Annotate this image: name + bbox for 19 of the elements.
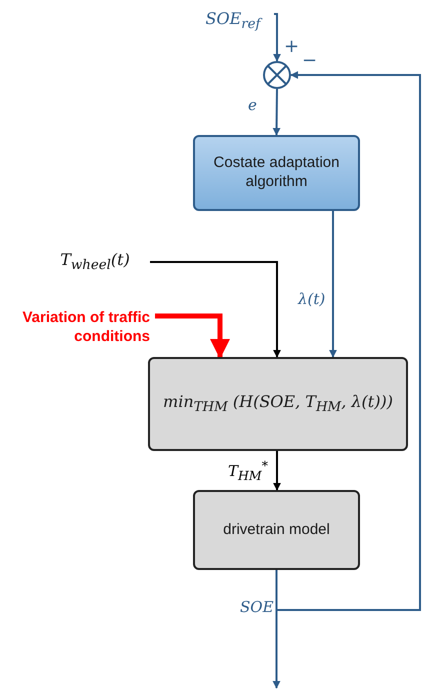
process-box: drivetrain model <box>193 490 360 570</box>
edge-label: λ(t) <box>298 292 326 307</box>
summing-junction <box>263 61 291 89</box>
arrow <box>273 451 281 491</box>
arrow <box>150 261 281 358</box>
process-box: min$_{THM}$ (H(SOE, T$_{HM}$, λ(t))) <box>148 357 408 451</box>
signal-label: T$_{wheel}$(t) <box>45 249 145 275</box>
process-box: Costate adaptation algorithm <box>193 135 360 211</box>
arrow <box>155 314 230 359</box>
signal-label: Variation of traffic conditions <box>4 306 150 350</box>
edge-label: e <box>248 98 257 113</box>
arrow <box>272 88 281 136</box>
arrow <box>276 71 421 611</box>
edge-label: SOE <box>240 600 274 615</box>
signal-label: SOE$_{ref}$ <box>196 8 270 34</box>
sign-label: − <box>302 52 318 70</box>
arrow <box>273 13 281 62</box>
sign-label: + <box>284 38 300 56</box>
arrow <box>329 211 337 358</box>
